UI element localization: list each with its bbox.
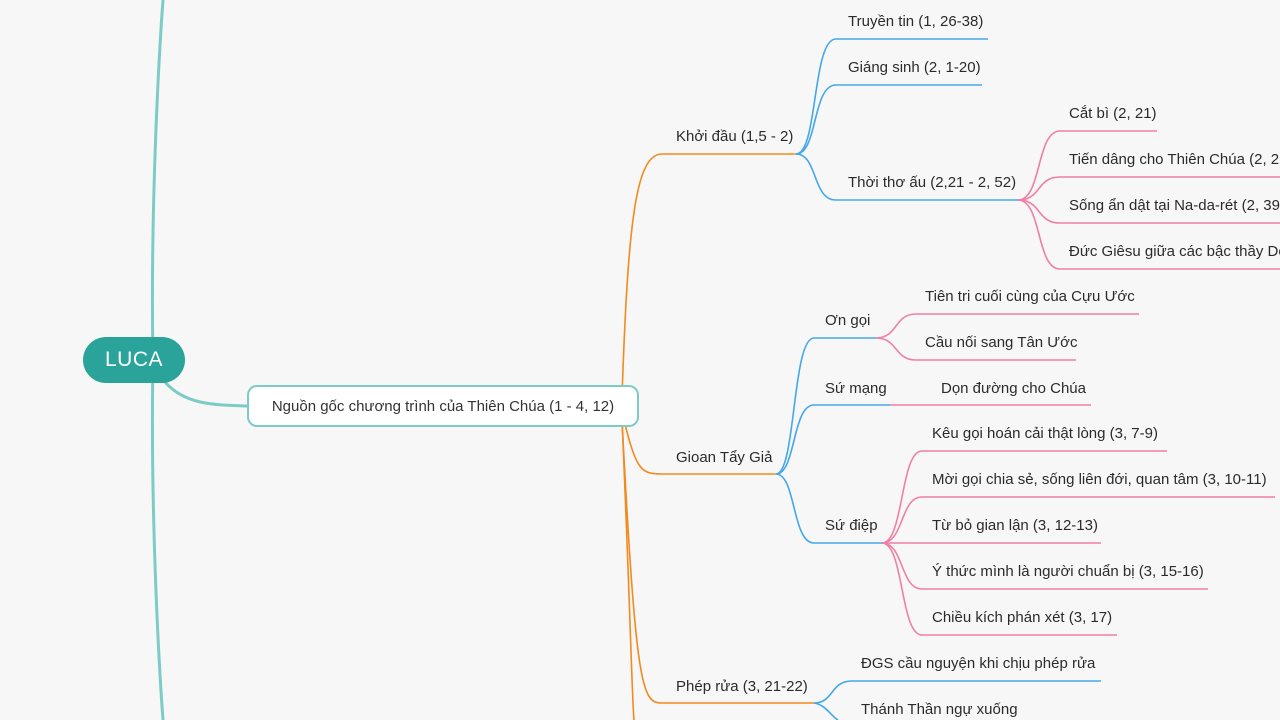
- topic-cau-noi[interactable]: Cầu nối sang Tân Ước: [925, 334, 1078, 351]
- topic-chieu-kich[interactable]: Chiều kích phán xét (3, 17): [932, 609, 1113, 626]
- topic-moi-goi[interactable]: Mời gọi chia sẻ, sống liên đới, quan tâm…: [932, 471, 1267, 488]
- topic-giang-sinh[interactable]: Giáng sinh (2, 1-20): [848, 59, 981, 76]
- topic-tien-dang[interactable]: Tiến dâng cho Thiên Chúa (2, 2: [1069, 151, 1280, 168]
- link-su-diep-y-thuc: [881, 542, 1208, 590]
- main-topic-node[interactable]: Nguồn gốc chương trình của Thiên Chúa (1…: [247, 385, 639, 427]
- link-thoi-tho-au-cat-bi: [1017, 130, 1157, 201]
- link-thoi-tho-au-song-an-dat: [1017, 199, 1280, 224]
- link-on-goi-tien-tri: [875, 313, 1139, 339]
- link-khoi-dau-giang-sinh: [795, 84, 982, 155]
- link-gioan-on-goi: [775, 337, 876, 475]
- topic-gioan-tay-gia[interactable]: Gioan Tẩy Giả: [676, 449, 773, 466]
- topic-thoi-tho-au[interactable]: Thời thơ ấu (2,21 - 2, 52): [848, 174, 1017, 191]
- topic-khoi-dau[interactable]: Khởi đầu (1,5 - 2): [676, 128, 794, 145]
- link-main-offscreen: [621, 419, 635, 720]
- root-topic-node[interactable]: LUCA: [83, 337, 185, 383]
- topic-dgs-cau-nguyen[interactable]: ĐGS cầu nguyện khi chịu phép rửa: [861, 655, 1096, 672]
- link-on-goi-cau-noi: [875, 337, 1076, 361]
- topic-tu-bo[interactable]: Từ bỏ gian lận (3, 12-13): [932, 517, 1098, 534]
- topic-keu-goi[interactable]: Kêu gọi hoán cải thật lòng (3, 7-9): [932, 425, 1158, 442]
- topic-tien-tri[interactable]: Tiên tri cuối cùng của Cựu Ước: [925, 288, 1135, 305]
- topic-thanh-than[interactable]: Thánh Thần ngự xuống: [861, 701, 1018, 718]
- topic-su-mang[interactable]: Sứ mạng: [825, 380, 887, 397]
- topic-y-thuc[interactable]: Ý thức mình là người chuẩn bị (3, 15-16): [932, 563, 1204, 580]
- link-gioan-su-diep: [775, 473, 882, 544]
- topic-phep-rua[interactable]: Phép rửa (3, 21-22): [676, 678, 808, 695]
- link-su-diep-moi-goi: [881, 496, 1275, 544]
- link-su-diep-chieu-kich: [881, 542, 1117, 636]
- link-phep-rua-dgs: [813, 680, 1101, 704]
- link-khoi-dau-thoi-tho-au: [795, 153, 1018, 201]
- topic-song-an-dat[interactable]: Sống ẩn dật tại Na-da-rét (2, 39: [1069, 197, 1280, 214]
- topic-truyen-tin[interactable]: Truyền tin (1, 26-38): [848, 13, 984, 30]
- link-khoi-dau-truyen-tin: [795, 38, 988, 155]
- link-thoi-tho-au-duc-giesu: [1017, 199, 1280, 270]
- topic-on-goi[interactable]: Ơn gọi: [825, 312, 871, 329]
- link-gioan-su-mang: [775, 404, 890, 475]
- topic-su-diep[interactable]: Sứ điệp: [825, 517, 878, 534]
- link-main-gioan: [621, 411, 776, 475]
- link-phep-rua-thanh-than: [813, 702, 839, 720]
- root-to-main-link: [163, 381, 248, 408]
- link-thoi-tho-au-tien-dang: [1017, 176, 1280, 201]
- topic-cat-bi[interactable]: Cắt bì (2, 21): [1069, 105, 1157, 122]
- root-spine-down: [150, 359, 165, 720]
- topic-don-duong[interactable]: Dọn đường cho Chúa: [941, 380, 1086, 397]
- root-spine-up: [150, 0, 165, 361]
- link-main-khoi-dau: [621, 153, 796, 398]
- topic-duc-giesu[interactable]: Đức Giêsu giữa các bậc thầy Do: [1069, 243, 1280, 260]
- link-su-diep-keu-goi: [881, 450, 1167, 544]
- link-main-phep-rua: [621, 419, 814, 704]
